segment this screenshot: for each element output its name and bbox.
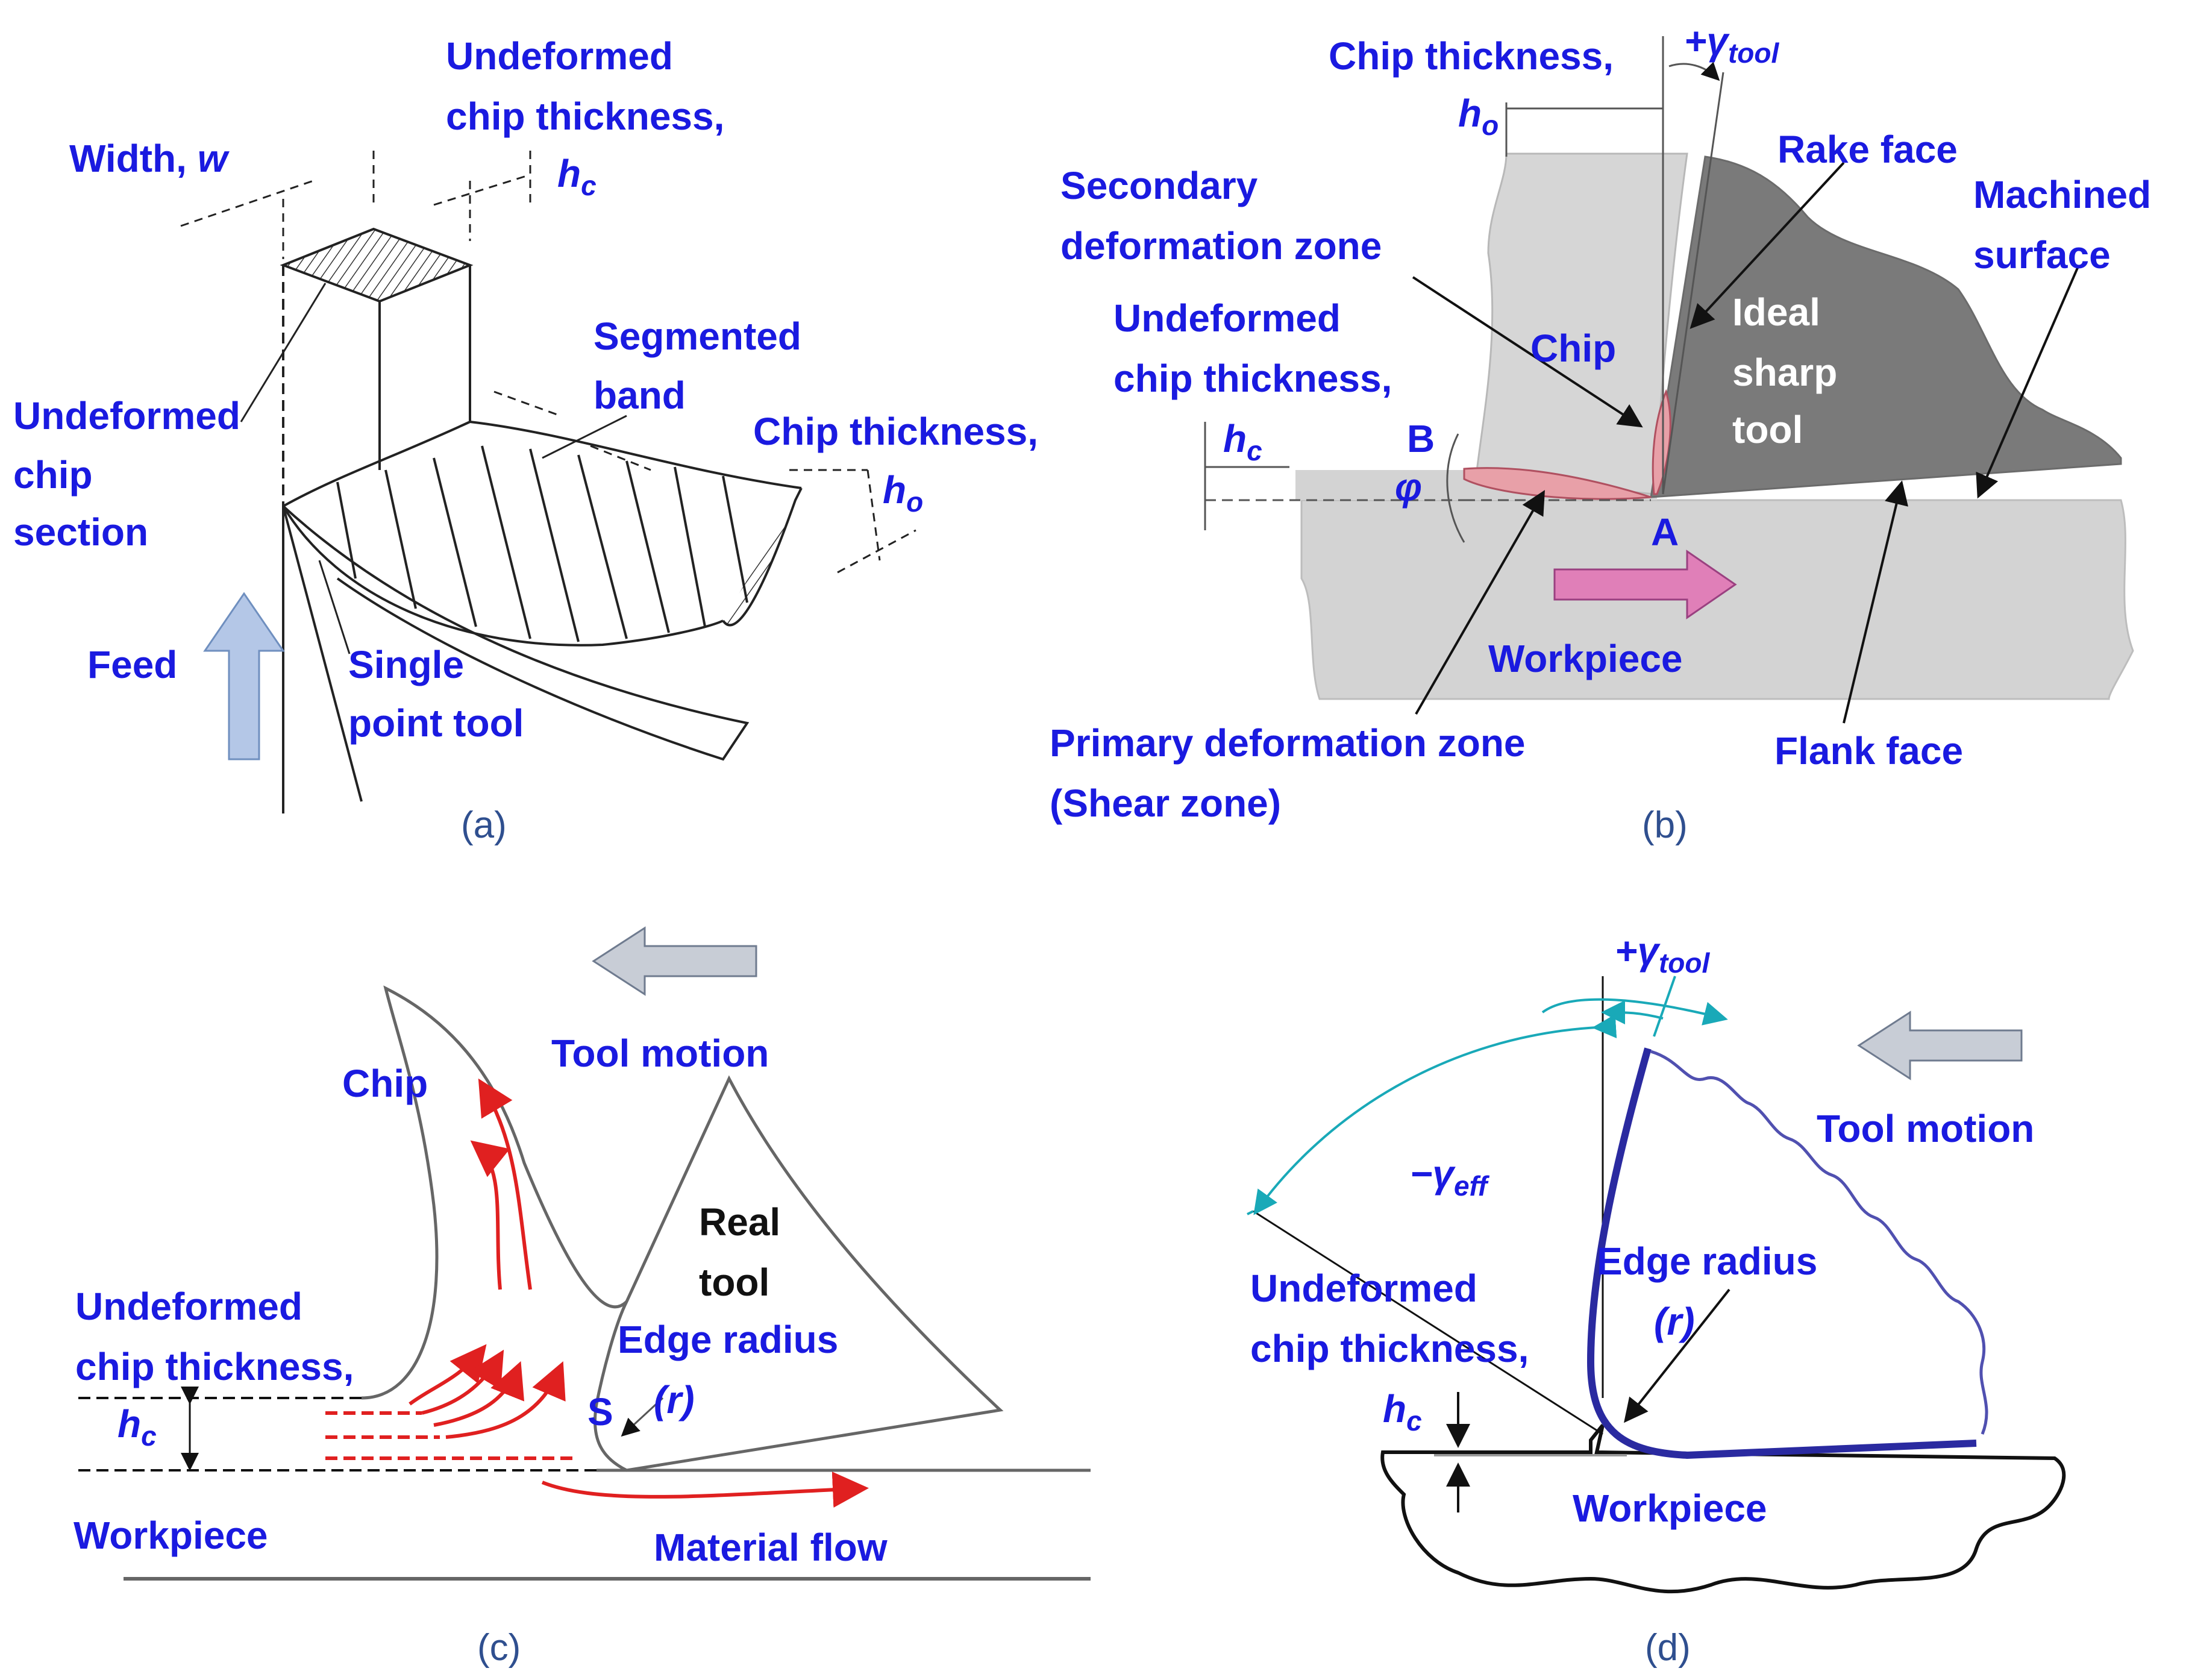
- chip-section-label-2: chip: [13, 453, 93, 497]
- workpiece-label-c: Workpiece: [74, 1514, 268, 1557]
- panel-d: +γtool Tool motion −γeff Edge radius (r)…: [1247, 929, 2066, 1669]
- undeformed-chip-block: [280, 227, 474, 506]
- tool-back-d: [1650, 1050, 1988, 1435]
- ho-label-b: ho: [1458, 92, 1499, 141]
- caption-a: (a): [461, 804, 507, 846]
- workpiece-b: [1300, 499, 2134, 700]
- edge-radius-label-c: Edge radius: [618, 1318, 838, 1361]
- chip-c: [361, 985, 628, 1400]
- phi-label: φ: [1395, 465, 1422, 509]
- primary-zone: [1463, 467, 1652, 500]
- segmented-chip: [282, 420, 803, 647]
- edge-radius-leader-c: [621, 1397, 664, 1437]
- caption-b: (b): [1642, 804, 1688, 846]
- undeformed-label-b-1: Undeformed: [1113, 296, 1341, 340]
- workpiece-motion-arrow: [1553, 550, 1737, 619]
- tool-leader: [318, 560, 351, 654]
- gamma-tool-label-d: +γtool: [1615, 929, 1710, 979]
- chip-thickness-label-b: Chip thickness,: [1329, 34, 1614, 78]
- chip-label-c: Chip: [342, 1062, 428, 1105]
- secondary-zone: [1652, 389, 1671, 495]
- tool-motion-label-d: Tool motion: [1817, 1107, 2034, 1150]
- tool-label-b-2: sharp: [1732, 351, 1837, 394]
- caption-d: (d): [1645, 1627, 1691, 1669]
- material-flow-label: Material flow: [654, 1526, 888, 1569]
- b-leader-lines: [1412, 161, 2080, 724]
- material-flow-arrows: [325, 1078, 869, 1508]
- primary-zone-label-2: (Shear zone): [1050, 782, 1281, 825]
- b-reference-lines: [1204, 36, 1724, 543]
- angle-arcs-d: [1247, 976, 1728, 1215]
- r-label-c: (r): [654, 1378, 695, 1421]
- machined-surface-label-2: surface: [1973, 233, 2111, 277]
- undeformed-label-d-1: Undeformed: [1250, 1267, 1477, 1310]
- tool-label-b-3: tool: [1732, 408, 1803, 451]
- undeformed-label-c-1: Undeformed: [75, 1285, 302, 1328]
- tool-label-b-1: Ideal: [1732, 290, 1820, 334]
- chip-thickness-label-a: Chip thickness,: [753, 410, 1038, 453]
- secondary-zone-label-2: deformation zone: [1060, 224, 1382, 268]
- tool-label-1: Single: [348, 643, 464, 686]
- undeformed-label-c-2: chip thickness,: [75, 1345, 354, 1388]
- width-label: Width, w: [69, 137, 230, 180]
- tool-motion-arrow-c: [592, 926, 757, 996]
- workpiece-d: [1380, 1424, 2066, 1594]
- chip-label-b: Chip: [1530, 327, 1616, 370]
- feed-label: Feed: [87, 643, 177, 686]
- undeformed-thickness-label-2: chip thickness,: [446, 95, 724, 138]
- machined-surface-label-1: Machined: [1973, 173, 2151, 216]
- section-leader: [240, 283, 327, 422]
- real-tool: [593, 1075, 1004, 1472]
- point-b-label: B: [1407, 417, 1435, 460]
- undeformed-label-d-2: chip thickness,: [1250, 1327, 1529, 1370]
- gamma-eff-label: −γeff: [1410, 1152, 1490, 1202]
- segmented-band-label-2: band: [593, 374, 686, 417]
- rake-face-label: Rake face: [1777, 128, 1958, 171]
- panel-b: Chip thickness, ho +γtool Rake face Mach…: [1050, 19, 2151, 846]
- ho-label-a: ho: [883, 468, 923, 518]
- edge-radius-label-d: Edge radius: [1597, 1240, 1817, 1283]
- undeformed-thickness-label-1: Undeformed: [446, 34, 673, 78]
- s-point-label: S: [587, 1390, 613, 1434]
- real-tool-label-2: tool: [699, 1261, 769, 1304]
- point-a-label: A: [1651, 510, 1679, 554]
- segmented-band-label-1: Segmented: [593, 315, 801, 358]
- r-label-d: (r): [1654, 1300, 1695, 1343]
- band-leader: [542, 415, 627, 459]
- real-tool-label-1: Real: [699, 1200, 780, 1244]
- chip-section-label-3: section: [13, 510, 148, 554]
- gamma-tool-label-b: +γtool: [1684, 19, 1779, 69]
- hc-label-d: hc: [1383, 1387, 1422, 1437]
- secondary-zone-label-1: Secondary: [1060, 164, 1258, 207]
- primary-zone-label-1: Primary deformation zone: [1050, 721, 1526, 765]
- real-tool-d: [1586, 1047, 1977, 1459]
- flank-face-label: Flank face: [1774, 729, 1963, 773]
- tool-motion-arrow-d: [1857, 1011, 2023, 1080]
- width-dimension: [180, 151, 916, 574]
- panel-c: Tool motion Chip Real tool Edge radius (…: [74, 926, 1091, 1669]
- caption-c: (c): [477, 1627, 521, 1669]
- single-point-tool: [282, 505, 750, 813]
- d-leader-lines: [1446, 1288, 1730, 1512]
- panel-a: Width, w Undeformed chip thickness, hc U…: [13, 34, 1038, 846]
- hc-label-b: hc: [1223, 417, 1262, 466]
- tool-motion-label-c: Tool motion: [551, 1032, 769, 1075]
- feed-arrow: [203, 592, 285, 760]
- tool-label-2: point tool: [348, 701, 524, 745]
- workpiece-label-b: Workpiece: [1488, 637, 1683, 680]
- hc-label-a: hc: [557, 152, 597, 201]
- chip-section-label-1: Undeformed: [13, 394, 240, 437]
- workpiece-label-d: Workpiece: [1573, 1487, 1767, 1530]
- undeformed-label-b-2: chip thickness,: [1113, 357, 1392, 400]
- ideal-sharp-tool: [1650, 155, 2122, 498]
- hc-label-c: hc: [117, 1402, 157, 1452]
